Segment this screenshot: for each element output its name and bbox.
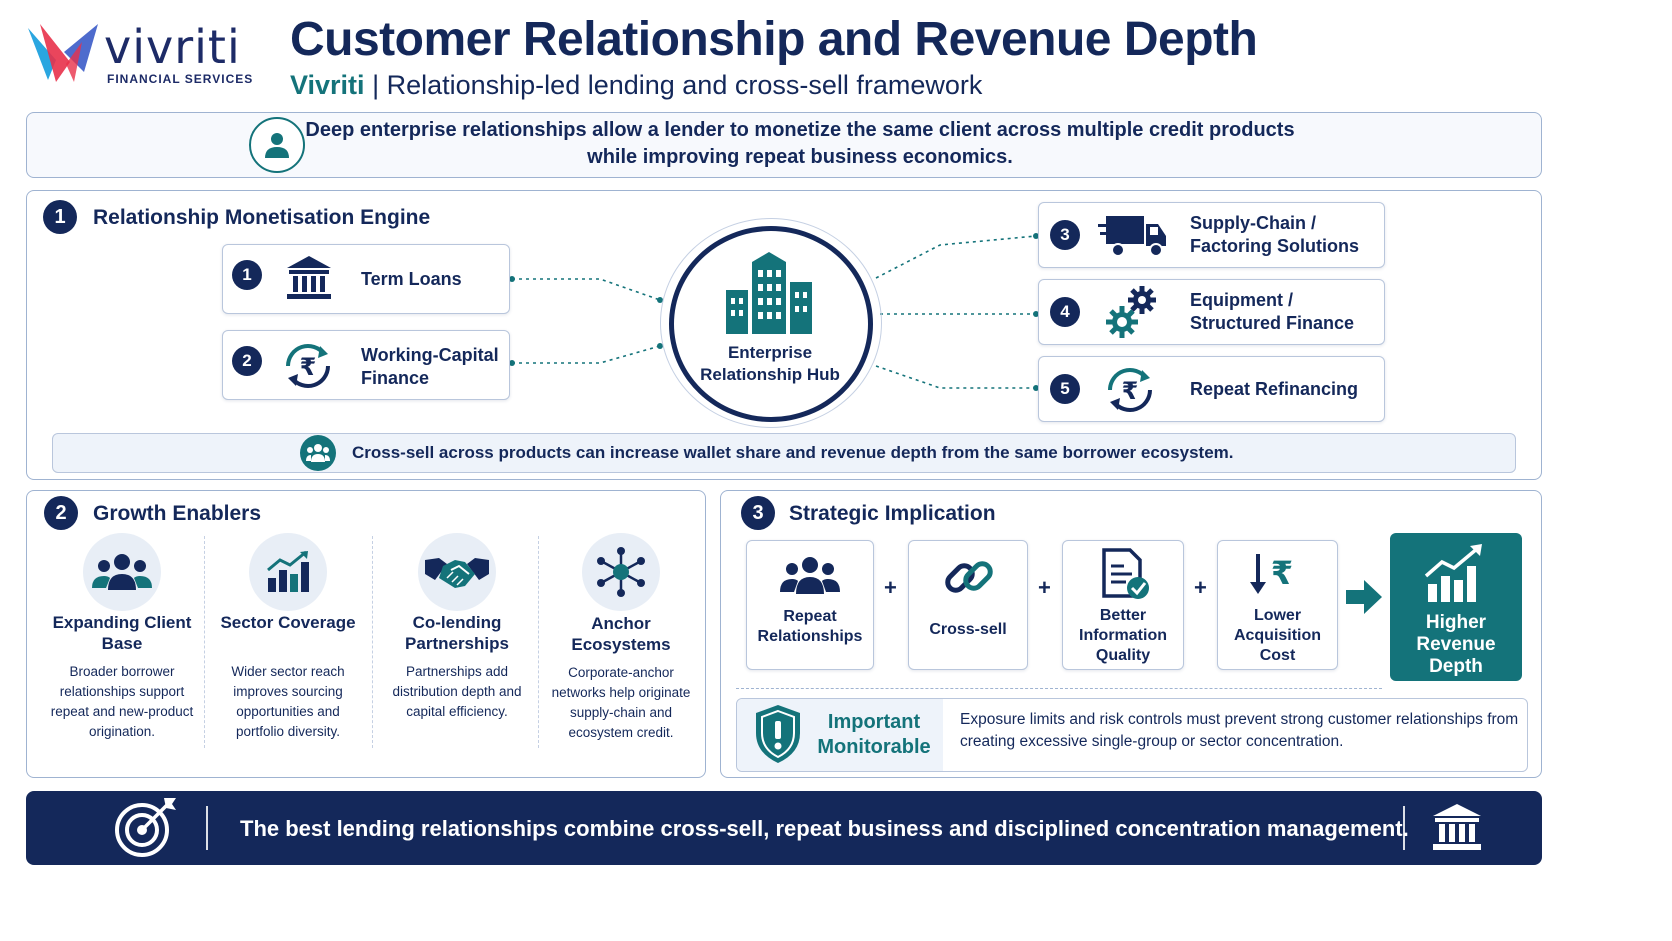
plus-sign: + (884, 575, 897, 600)
dashed-divider (736, 688, 1382, 689)
column-divider (372, 536, 373, 748)
group-icon (300, 435, 336, 471)
document-check-icon (1102, 548, 1149, 599)
hub-label: Enterprise Relationship Hub (700, 343, 840, 384)
subtitle-separator: | (372, 70, 380, 100)
shield-icon (756, 705, 800, 763)
growth-col-desc: Broader borrower relationships support r… (50, 664, 194, 739)
svg-text:₹: ₹ (300, 353, 317, 381)
growth-col-title: Co-lending Partnerships (405, 613, 509, 653)
product-label-supply-chain: Supply-Chain / Factoring Solutions (1190, 213, 1359, 256)
growth-col-title: Expanding Client Base (52, 613, 192, 653)
product-box-refinancing (1038, 356, 1385, 422)
plus-sign: + (1038, 575, 1051, 600)
rupee-cycle-icon: ₹ (286, 344, 330, 388)
result-label: Higher Revenue Depth (1416, 612, 1496, 677)
bar-chart-icon (249, 533, 327, 611)
product-box-equipment (1038, 279, 1385, 345)
section-number-1: 1 (43, 200, 77, 234)
cross-sell-bar (52, 433, 1516, 473)
growth-col-title: Anchor Ecosystems (571, 614, 671, 654)
logo-wordmark: vivriti (104, 20, 241, 74)
footer-divider (1403, 806, 1405, 850)
section-number-2: 2 (44, 496, 78, 530)
implication-box-acquisition (1217, 540, 1338, 670)
vivriti-logo (28, 24, 98, 82)
svg-text:₹: ₹ (1122, 377, 1139, 405)
product-label-refinancing: Repeat Refinancing (1190, 379, 1359, 399)
network-icon (582, 533, 660, 611)
product-number: 4 (1050, 297, 1080, 327)
footer-banner (26, 791, 1542, 865)
implication-box-repeat (746, 540, 874, 670)
product-box-term-loans (222, 244, 510, 314)
implication-label: Cross-sell (929, 621, 1007, 638)
growth-col-desc: Corporate-anchor networks help originate… (551, 665, 691, 740)
bank-icon (287, 256, 331, 299)
subtitle-brand: Vivriti (290, 70, 365, 100)
target-icon (115, 798, 176, 857)
implication-box-cross-sell (908, 540, 1028, 670)
growth-col-title: Sector Coverage (220, 613, 356, 632)
arrow-right-icon (1346, 580, 1382, 614)
svg-text:₹: ₹ (1271, 554, 1293, 592)
cross-sell-text: Cross-sell across products can increase … (352, 443, 1234, 462)
product-number: 3 (1050, 220, 1080, 250)
product-label-term-loans: Term Loans (361, 269, 462, 289)
subtitle-text: Relationship-led lending and cross-sell … (386, 70, 983, 100)
intro-text: Deep enterprise relationships allow a le… (305, 119, 1295, 168)
footer-text: The best lending relationships combine c… (240, 816, 1409, 841)
plus-sign: + (1194, 575, 1207, 600)
section-number-3: 3 (741, 496, 775, 530)
truck-icon (1098, 216, 1166, 257)
link-icon (945, 561, 993, 593)
group-icon (83, 533, 161, 611)
page-title: Customer Relationship and Revenue Depth (290, 13, 1258, 66)
column-divider (538, 536, 539, 748)
monitorable-text: Exposure limits and risk controls must p… (960, 711, 1519, 750)
monitorable-title: Important Monitorable (817, 711, 931, 758)
column-divider (204, 536, 205, 748)
handshake-icon (418, 533, 496, 611)
product-number: 5 (1050, 374, 1080, 404)
footer-divider (206, 806, 208, 850)
user-icon (249, 117, 305, 173)
strategic-title: Strategic Implication (789, 502, 996, 525)
engine-title: Relationship Monetisation Engine (93, 206, 431, 229)
logo-tagline: FINANCIAL SERVICES (107, 72, 254, 86)
implication-label: Better Information Quality (1079, 607, 1167, 664)
product-number: 2 (232, 346, 262, 376)
implication-label: Lower Acquisition Cost (1233, 607, 1322, 664)
growth-col-desc: Wider sector reach improves sourcing opp… (231, 664, 345, 739)
rupee-down-icon: ₹ (1250, 554, 1293, 594)
bank-icon (1433, 804, 1481, 850)
group-icon (780, 557, 840, 594)
result-box (1390, 533, 1522, 681)
product-box-working-capital (222, 330, 510, 400)
hub-outer-ring (660, 218, 882, 428)
growth-chart-icon (1424, 544, 1482, 602)
product-number: 1 (232, 260, 262, 290)
growth-title: Growth Enablers (93, 502, 262, 525)
implication-label: Repeat Relationships (757, 608, 863, 645)
product-label-working-capital: Working-Capital Finance (361, 345, 499, 388)
growth-col-desc: Partnerships add distribution depth and … (392, 664, 522, 719)
rupee-cycle-icon: ₹ (1108, 368, 1152, 412)
gears-icon (1106, 286, 1156, 338)
product-label-equipment: Equipment / Structured Finance (1190, 290, 1355, 333)
buildings-icon (726, 252, 812, 334)
product-box-supply-chain (1038, 202, 1385, 268)
page-subtitle: Vivriti | Relationship-led lending and c… (290, 70, 982, 101)
